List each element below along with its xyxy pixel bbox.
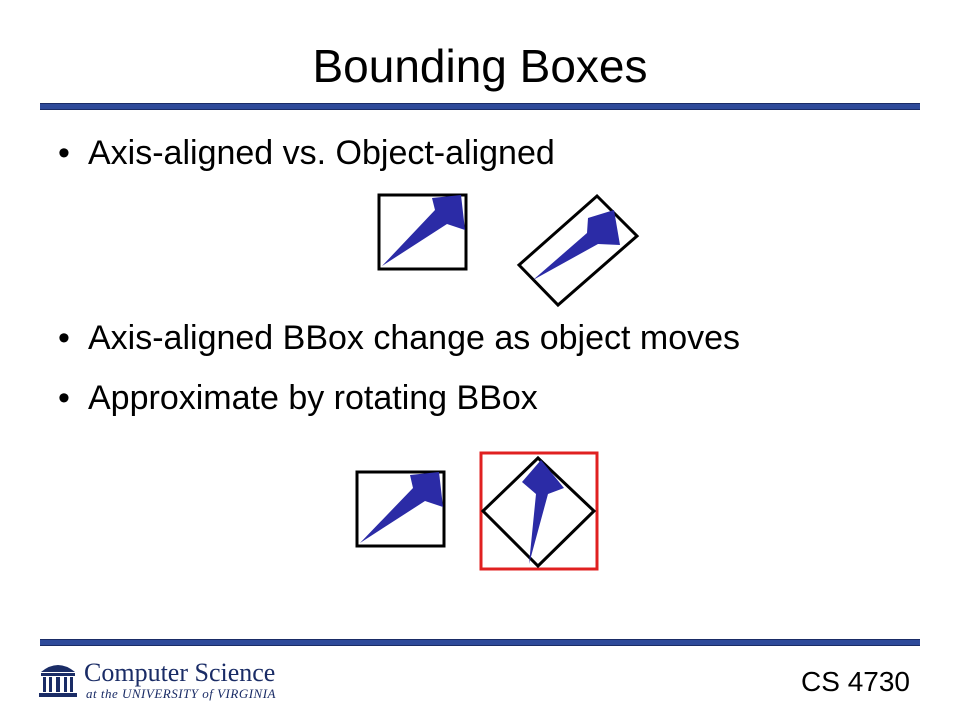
dart-shape	[522, 460, 564, 564]
bullet-glyph: •	[58, 379, 70, 417]
rotunda-icon	[39, 665, 77, 697]
university-logo: Computer Science at the UNIVERSITY of VI…	[38, 658, 318, 702]
bullet-glyph: •	[58, 134, 70, 172]
rotated-object-box	[480, 455, 597, 569]
bullet-text: Approximate by rotating BBox	[88, 379, 538, 417]
bullet-glyph: •	[58, 319, 70, 357]
course-code: CS 4730	[801, 666, 910, 697]
dart-shape	[533, 210, 620, 280]
bullet-approximate: • Approximate by rotating BBox	[58, 376, 538, 420]
bullet-bbox-change: • Axis-aligned BBox change as object move…	[58, 316, 740, 360]
dart-shape	[360, 472, 443, 543]
unrotated-example	[355, 470, 446, 548]
footer-divider	[40, 639, 920, 646]
logo-subtitle: at the UNIVERSITY of VIRGINIA	[86, 686, 276, 701]
dart-shape	[382, 195, 465, 266]
rotated-example	[479, 451, 599, 571]
axis-aligned-example	[377, 193, 468, 271]
axis-aligned-box	[377, 193, 468, 271]
title-divider	[40, 103, 920, 110]
axis-aligned-box	[355, 470, 446, 548]
object-aligned-example	[516, 193, 640, 308]
logo-wordmark: Computer Science	[84, 658, 276, 687]
bullet-text: Axis-aligned BBox change as object moves	[88, 319, 741, 357]
object-aligned-box	[516, 193, 640, 308]
slide-title: Bounding Boxes	[312, 40, 648, 92]
bullet-axis-vs-object: • Axis-aligned vs. Object-aligned	[58, 131, 555, 175]
bullet-text: Axis-aligned vs. Object-aligned	[88, 134, 555, 172]
